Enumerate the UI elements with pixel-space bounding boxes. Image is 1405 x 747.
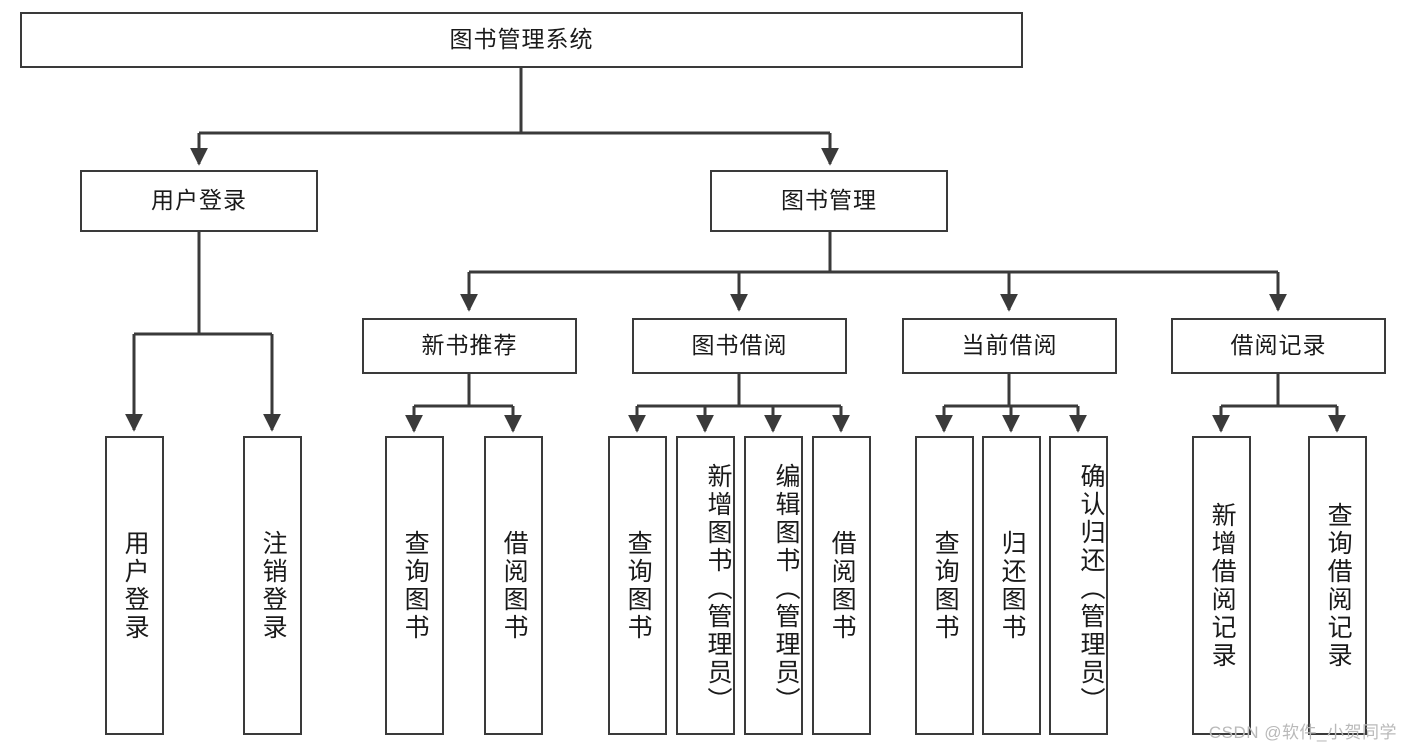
- node-book-manage[interactable]: 图书管理: [710, 170, 948, 232]
- node-leaf-query-record[interactable]: 查询借阅记录: [1308, 436, 1367, 735]
- node-leaf-edit-book[interactable]: 编辑图书（管理员）: [744, 436, 803, 735]
- node-leaf-return-book[interactable]: 归还图书: [982, 436, 1041, 735]
- node-borrow-record[interactable]: 借阅记录: [1171, 318, 1386, 374]
- node-leaf-borrow-book-1[interactable]: 借阅图书: [484, 436, 543, 735]
- node-book-borrow[interactable]: 图书借阅: [632, 318, 847, 374]
- node-current-borrow-label: 当前借阅: [961, 332, 1058, 359]
- node-new-book-recommend-label: 新书推荐: [421, 332, 518, 359]
- node-root[interactable]: 图书管理系统: [20, 12, 1023, 68]
- node-leaf-query-book-2-label: 查询图书: [624, 529, 653, 642]
- node-leaf-user-logout[interactable]: 注销登录: [243, 436, 302, 735]
- node-leaf-borrow-book-2[interactable]: 借阅图书: [812, 436, 871, 735]
- node-leaf-query-book-1-label: 查询图书: [401, 529, 430, 642]
- node-leaf-query-book-3-label: 查询图书: [931, 529, 960, 642]
- node-leaf-borrow-book-2-label: 借阅图书: [828, 529, 857, 642]
- node-user-login-label: 用户登录: [151, 187, 247, 214]
- node-leaf-query-book-2[interactable]: 查询图书: [608, 436, 667, 735]
- node-leaf-query-record-label: 查询借阅记录: [1324, 501, 1353, 670]
- node-current-borrow[interactable]: 当前借阅: [902, 318, 1117, 374]
- watermark-text: CSDN @软件_小贺同学: [1208, 723, 1397, 742]
- node-book-manage-label: 图书管理: [781, 187, 877, 214]
- node-leaf-edit-book-label: 编辑图书（管理员）: [772, 462, 800, 715]
- node-borrow-record-label: 借阅记录: [1230, 332, 1327, 359]
- node-leaf-add-record[interactable]: 新增借阅记录: [1192, 436, 1251, 735]
- node-book-borrow-label: 图书借阅: [691, 332, 788, 359]
- node-leaf-query-book-1[interactable]: 查询图书: [385, 436, 444, 735]
- node-leaf-user-login[interactable]: 用户登录: [105, 436, 164, 735]
- node-leaf-confirm-return[interactable]: 确认归还（管理员）: [1049, 436, 1108, 735]
- node-leaf-user-login-label: 用户登录: [121, 529, 150, 642]
- node-root-label: 图书管理系统: [449, 26, 594, 53]
- node-leaf-user-logout-label: 注销登录: [259, 529, 288, 642]
- node-user-login[interactable]: 用户登录: [80, 170, 318, 232]
- node-leaf-confirm-return-label: 确认归还（管理员）: [1077, 462, 1105, 715]
- node-leaf-add-record-label: 新增借阅记录: [1208, 501, 1237, 670]
- node-leaf-return-book-label: 归还图书: [998, 529, 1027, 642]
- node-leaf-borrow-book-1-label: 借阅图书: [500, 529, 529, 642]
- node-leaf-add-book-label: 新增图书（管理员）: [704, 462, 732, 715]
- node-leaf-add-book[interactable]: 新增图书（管理员）: [676, 436, 735, 735]
- node-leaf-query-book-3[interactable]: 查询图书: [915, 436, 974, 735]
- node-new-book-recommend[interactable]: 新书推荐: [362, 318, 577, 374]
